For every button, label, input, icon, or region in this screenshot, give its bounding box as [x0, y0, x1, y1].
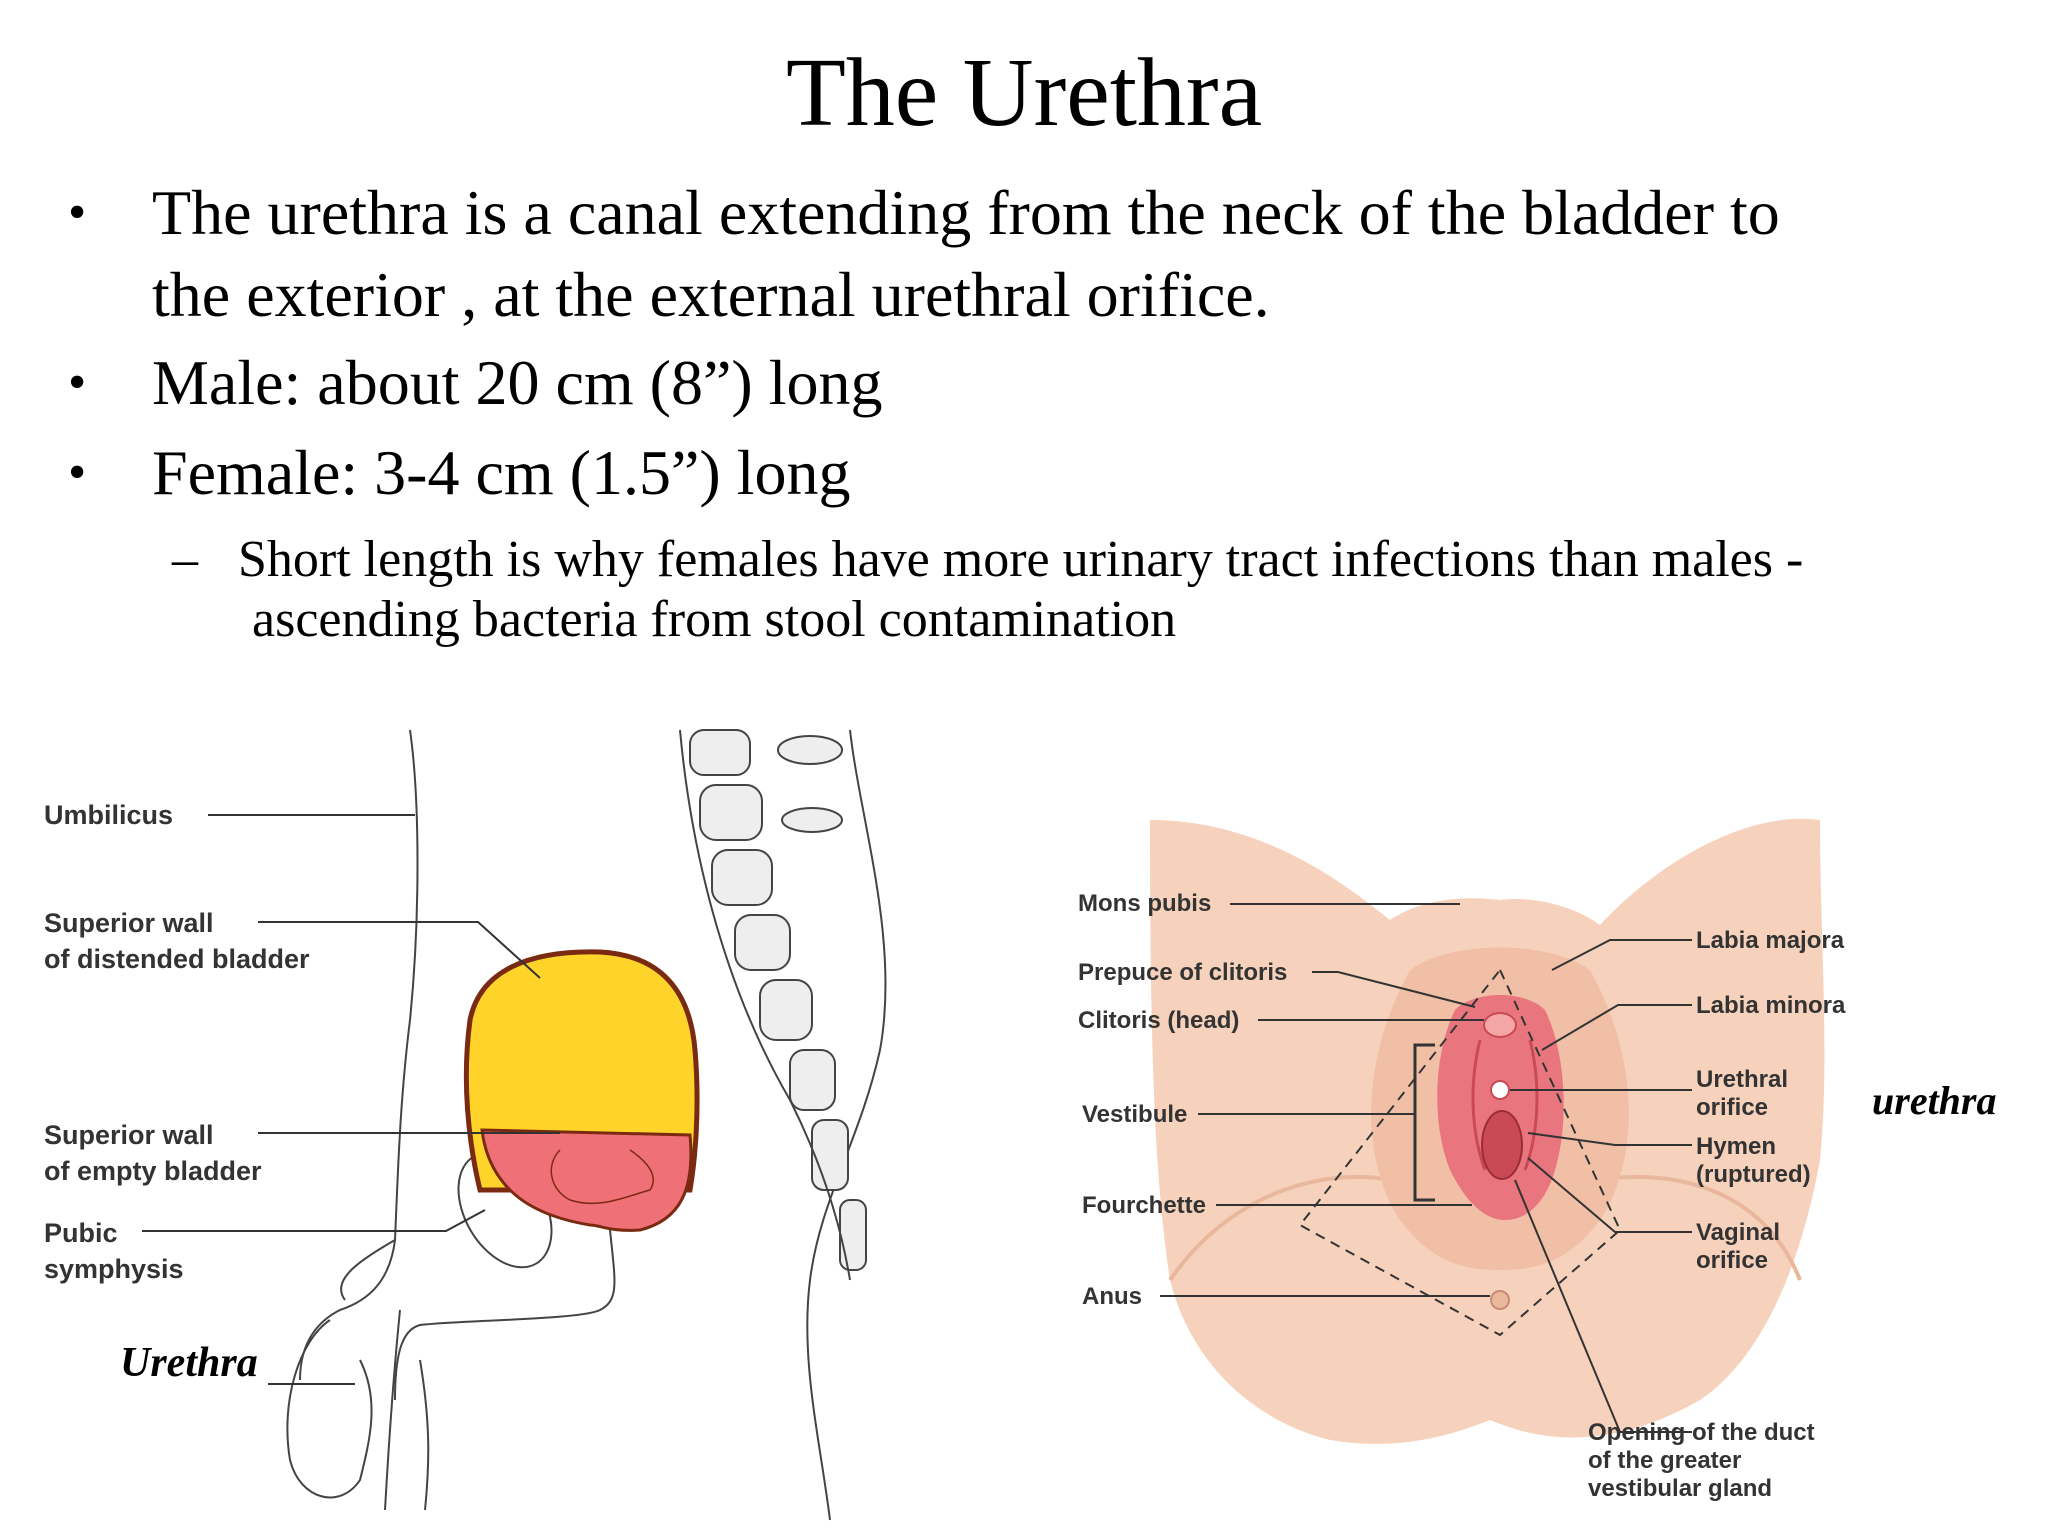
label-pubic-symphysis-2: symphysis	[44, 1254, 184, 1284]
female-external-diagram: Mons pubis Prepuce of clitoris Clitoris …	[1078, 818, 1997, 1502]
label-mons-pubis: Mons pubis	[1078, 890, 1211, 917]
label-urethra-male: Urethra	[120, 1340, 258, 1386]
bullet-marker: •	[68, 354, 87, 411]
label-hymen-2: (ruptured)	[1696, 1161, 1811, 1188]
label-superior-wall-distended-2: of distended bladder	[44, 944, 310, 974]
label-clitoris: Clitoris (head)	[1078, 1007, 1239, 1034]
label-duct-3: vestibular gland	[1588, 1475, 1772, 1502]
bullet-text: Female: 3-4 cm (1.5”) long	[152, 437, 851, 508]
clitoris-shape	[1483, 1012, 1517, 1038]
label-pubic-symphysis-1: Pubic	[44, 1218, 118, 1248]
label-superior-wall-distended-1: Superior wall	[44, 908, 214, 938]
urethral-orifice-shape	[1490, 1080, 1510, 1100]
label-labia-majora: Labia majora	[1696, 927, 1845, 954]
perineum-diamond	[1298, 968, 1622, 1337]
bullet-marker: •	[68, 444, 87, 501]
label-labia-minora: Labia minora	[1696, 992, 1846, 1019]
bullet-marker: •	[68, 184, 87, 241]
label-superior-wall-empty-1: Superior wall	[44, 1120, 214, 1150]
sacrum-icon	[689, 729, 867, 1271]
anus-shape	[1490, 1290, 1510, 1310]
label-prepuce: Prepuce of clitoris	[1078, 959, 1287, 986]
label-superior-wall-empty-2: of empty bladder	[44, 1156, 262, 1186]
label-urethral-orifice-1: Urethral	[1696, 1066, 1788, 1093]
vaginal-orifice-shape	[1481, 1110, 1523, 1180]
slide-title: The Urethra	[785, 39, 1263, 147]
sub-bullet-line2: ascending bacteria from stool contaminat…	[252, 591, 1177, 648]
label-duct-2: of the greater	[1588, 1447, 1741, 1474]
label-hymen-1: Hymen	[1696, 1133, 1776, 1160]
bullet-text: The urethra is a canal extending from th…	[152, 177, 1780, 248]
label-duct-1: Opening of the duct	[1588, 1419, 1815, 1446]
label-urethral-orifice-2: orifice	[1696, 1094, 1768, 1121]
label-vestibule: Vestibule	[1082, 1101, 1187, 1128]
bullet-text: Male: about 20 cm (8”) long	[152, 347, 883, 418]
bullet-text: the exterior , at the external urethral …	[152, 259, 1270, 330]
label-vaginal-orifice-2: orifice	[1696, 1247, 1768, 1274]
male-bladder-diagram: Umbilicus Superior wall of distended bla…	[44, 729, 887, 1521]
empty-bladder-shape	[480, 1128, 693, 1232]
sub-bullet-line1: Short length is why females have more ur…	[238, 531, 1804, 588]
label-umbilicus: Umbilicus	[44, 800, 173, 830]
sub-bullet-marker: –	[172, 531, 198, 588]
label-anus: Anus	[1082, 1283, 1142, 1310]
label-vaginal-orifice-1: Vaginal	[1696, 1219, 1780, 1246]
label-urethra-female-note: urethra	[1872, 1078, 1997, 1123]
label-fourchette: Fourchette	[1082, 1192, 1206, 1219]
